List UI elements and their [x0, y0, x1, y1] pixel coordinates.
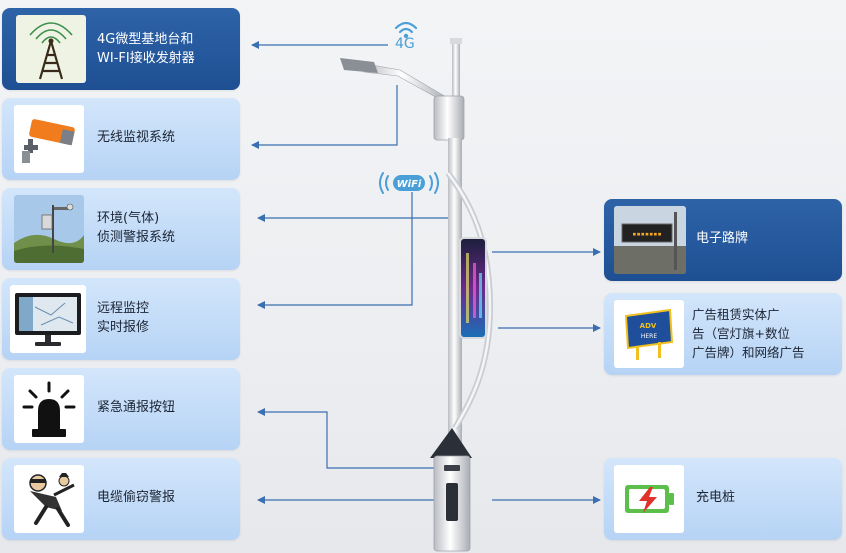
feature-label-line: 无线监视系统 [97, 130, 176, 145]
feature-label-line: 紧急通报按钮 [97, 400, 176, 415]
feature-label-line: WI-FI接收发射器 [97, 51, 195, 66]
smart-pole-illustration [340, 38, 494, 552]
thief-icon [14, 465, 84, 533]
svg-text:ADV: ADV [640, 322, 657, 330]
arrow-emergency [257, 408, 440, 469]
weather-station-icon [14, 195, 84, 263]
feature-card-emergency-button[interactable]: 紧急通报按钮 [2, 368, 240, 450]
feature-card-4g-base-station[interactable]: 4G微型基地台和 WI-FI接收发射器 [2, 8, 240, 90]
billboard-icon: ADV HERE [614, 300, 684, 368]
alarm-light-icon [14, 375, 84, 443]
arrow-remote [257, 192, 413, 309]
feature-card-video-surveillance[interactable]: 无线监视系统 [2, 98, 240, 180]
svg-text:▪▪▪▪▪▪▪: ▪▪▪▪▪▪▪ [632, 230, 662, 238]
cellular-signal-icon [394, 21, 418, 39]
feature-card-charging-pile[interactable]: 充电桩 [604, 458, 842, 540]
feature-label-line: 充电桩 [696, 490, 736, 505]
feature-label-line: 环境(气体) [97, 211, 160, 226]
feature-label-line: 侦测警报系统 [97, 230, 176, 245]
feature-label-line: 广告租赁实体广 [692, 307, 780, 322]
feature-label-line: 告（宫灯旗+数位 [692, 326, 790, 341]
pole-antenna [452, 40, 460, 118]
wifi-signal-icon: WiFi [379, 172, 439, 194]
svg-text:WiFi: WiFi [397, 179, 422, 190]
lamp-head [340, 58, 378, 73]
feature-label-line: 电缆偷窃警报 [97, 490, 176, 505]
feature-card-cable-theft-alarm[interactable]: 电缆偷窃警报 [2, 458, 240, 540]
feature-label-line: 广告牌）和网络广告 [692, 345, 805, 360]
feature-card-advertising[interactable]: ADV HERE 广告租赁实体广 告（宫灯旗+数位 广告牌）和网络广告 [604, 293, 842, 375]
svg-text:HERE: HERE [641, 333, 657, 340]
feature-label-line: 远程监控 [97, 301, 150, 316]
led-sign-icon: ▪▪▪▪▪▪▪ [614, 206, 686, 274]
feature-card-electronic-sign[interactable]: ▪▪▪▪▪▪▪ 电子路牌 [604, 199, 842, 281]
feature-label-line: 实时报修 [97, 320, 150, 335]
arrow-surveillance [251, 85, 398, 149]
feature-label-line: 4G微型基地台和 [97, 32, 194, 47]
cellular-label: 4G [395, 36, 415, 52]
pole-shaft [448, 138, 462, 468]
charging-icon [614, 465, 684, 533]
base-cone [430, 428, 472, 458]
camera-box [433, 95, 465, 141]
feature-label-line: 电子路牌 [696, 231, 749, 246]
monitor-icon [10, 285, 86, 353]
antenna-tower-icon [16, 15, 86, 83]
feature-card-environment-monitor[interactable]: 环境(气体) 侦测警报系统 [2, 188, 240, 270]
feature-card-remote-monitor[interactable]: 远程监控 实时报修 [2, 278, 240, 360]
security-camera-icon [14, 105, 84, 173]
